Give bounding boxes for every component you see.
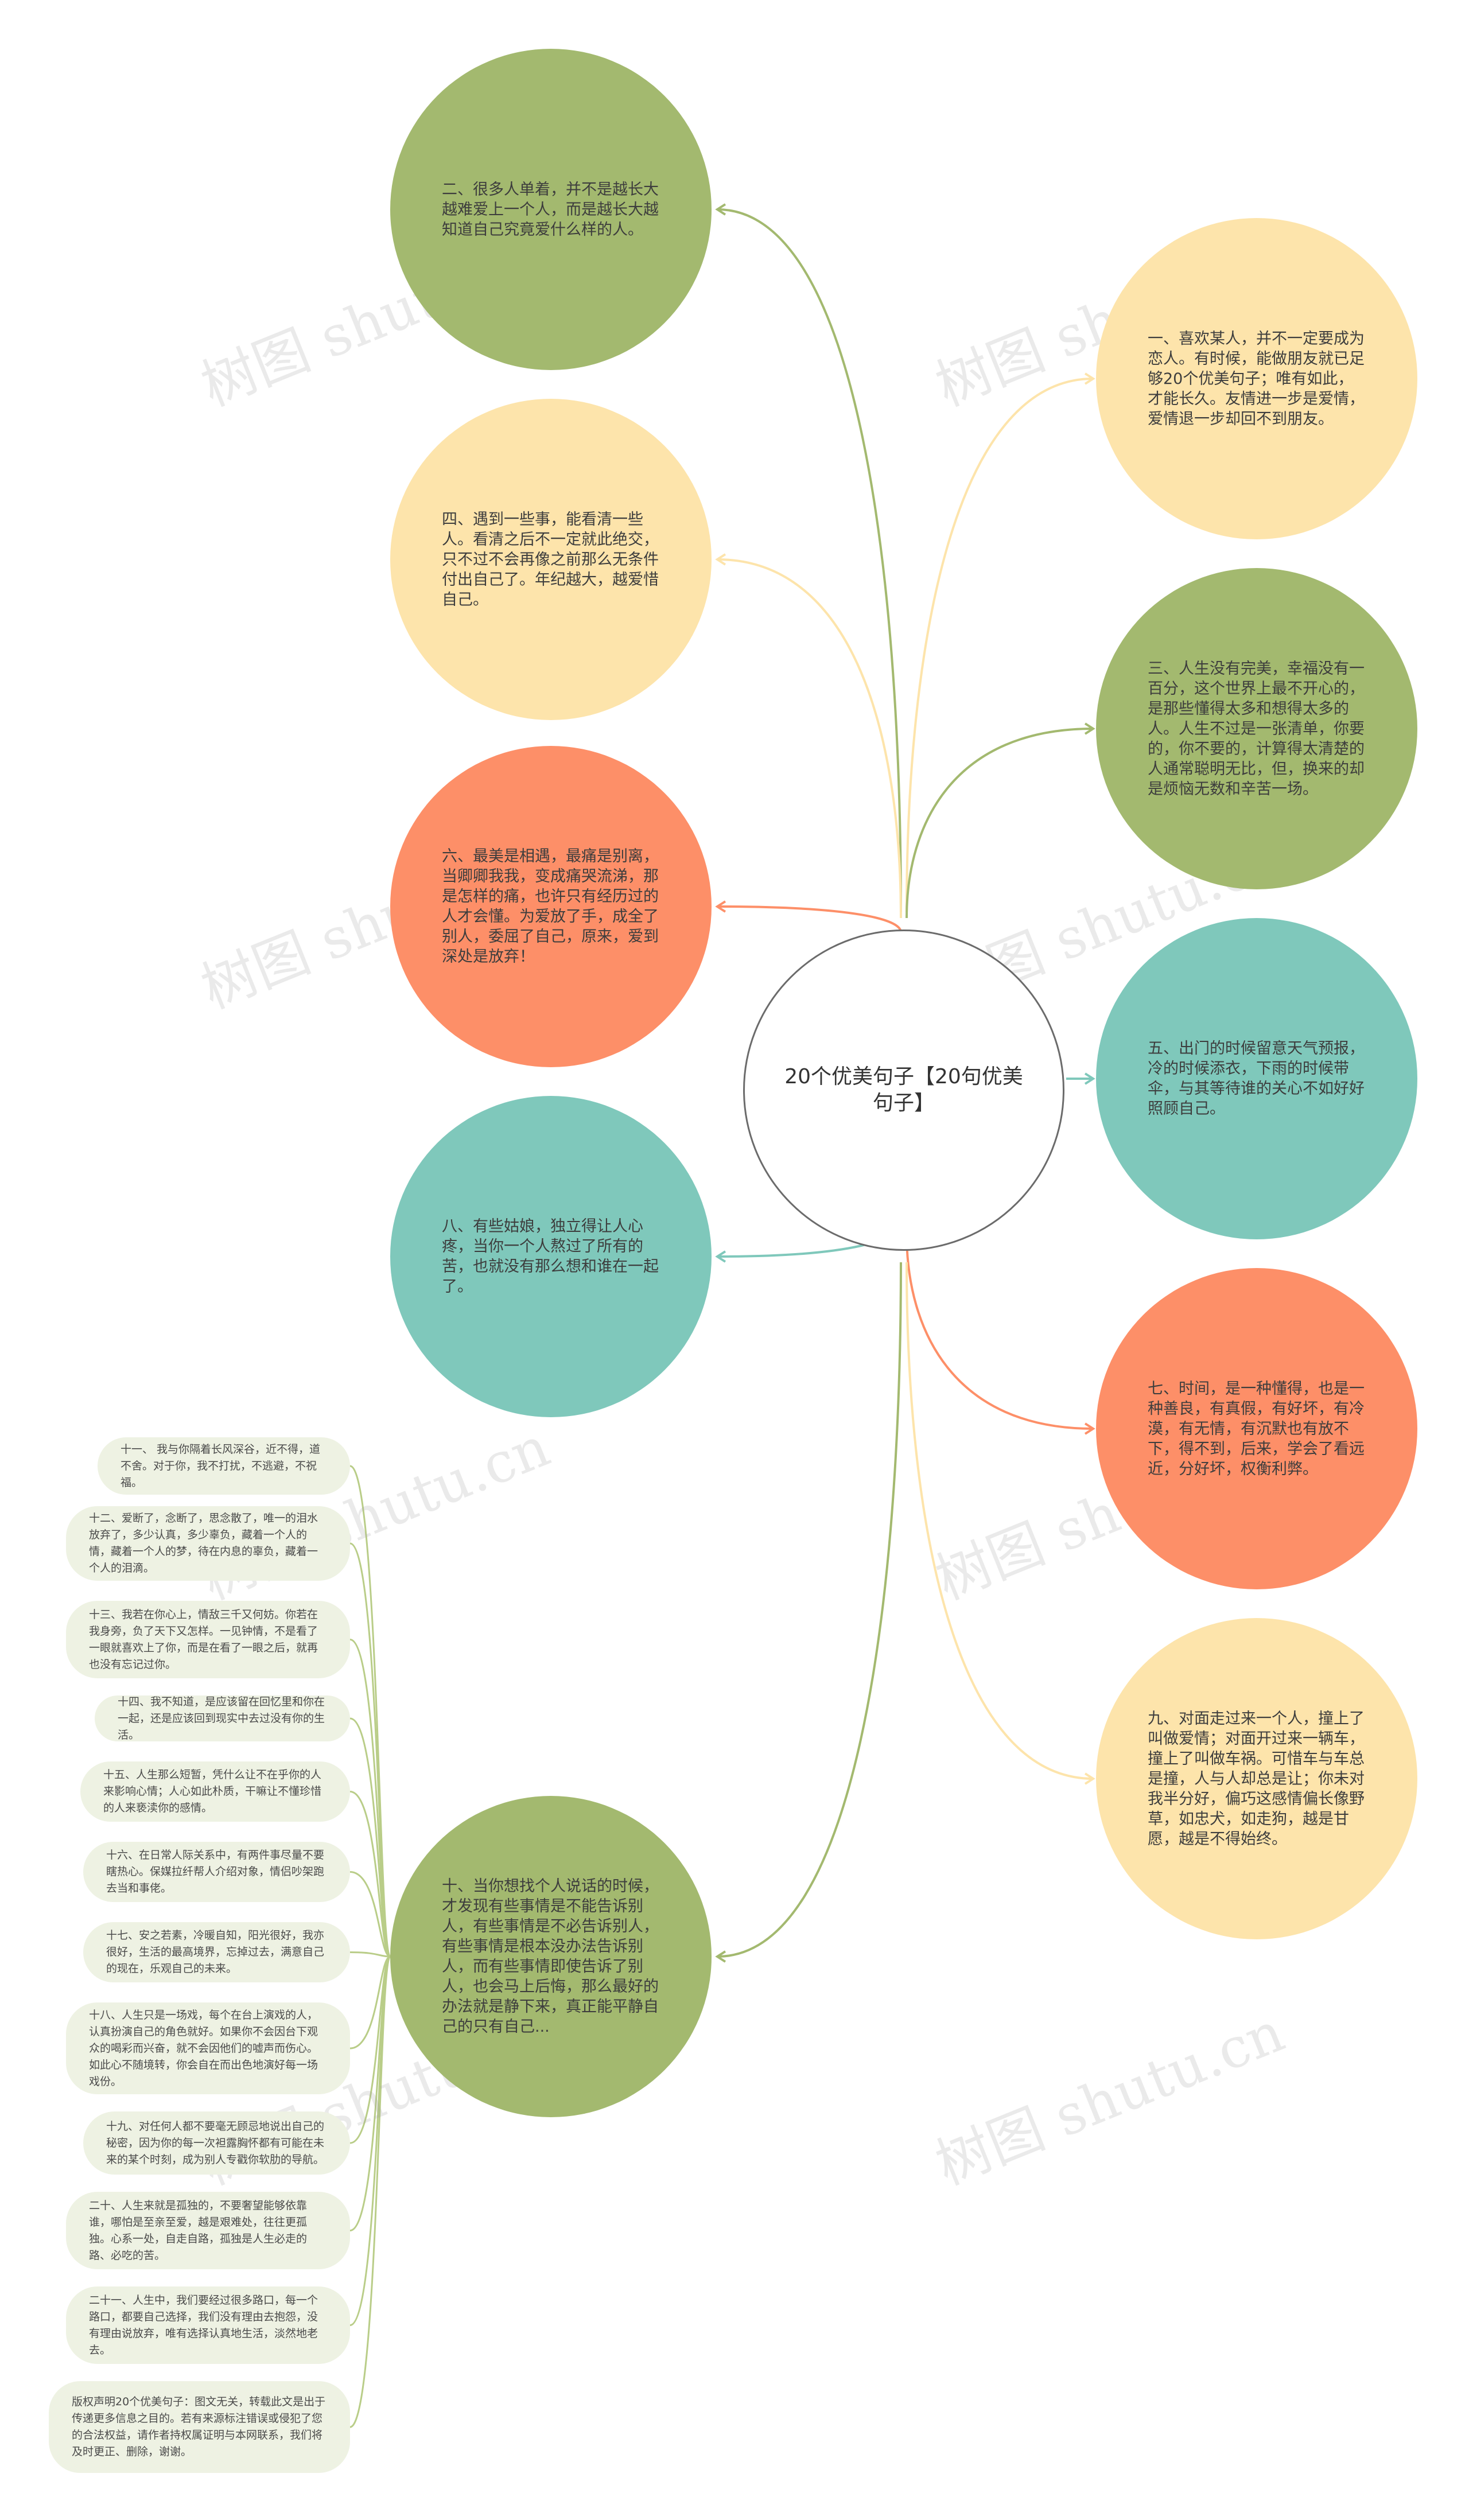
leaf-label: 十九、对任何人都不要毫无顾忌地说出自己的秘密，因为你的每一次袒露胸怀都有可能在未… <box>106 2120 325 2166</box>
connector-arrowhead <box>1084 1072 1095 1085</box>
branch-label: 六、最美是相遇，最痛是别离，当卿卿我我，变成痛哭流涕，那是怎样的痛，也许只有经历… <box>442 847 659 966</box>
branch-node-7[interactable]: 七、时间，是一种懂得，也是一种善良，有真假，有好坏，有冷漠，有无情，有沉默也有放… <box>1096 1268 1417 1589</box>
leaf-node[interactable]: 十七、安之若素，冷暖自知，阳光很好，我亦很好，生活的最高境界，忘掉过去，满意自己… <box>83 1922 350 1982</box>
branch-node-8[interactable]: 八、有些姑娘，独立得让人心疼，当你一个人熬过了所有的苦，也就没有那么想和谁在一起… <box>390 1096 712 1417</box>
leaf-connector <box>349 1871 391 1958</box>
leaf-label: 十八、人生只是一场戏，每个在台上演戏的人，认真扮演自己的角色就好。如果你不会因台… <box>89 2008 318 2088</box>
branch-connector <box>717 558 902 919</box>
leaf-node[interactable]: 二十一、人生中，我们要经过很多路口，每一个路口，都要自己选择，我们没有理由去抱怨… <box>66 2286 350 2364</box>
leaf-label: 版权声明20个优美句子：图文无关，转载此文是出于传递更多信息之目的。若有来源标注… <box>72 2395 326 2458</box>
leaf-node[interactable]: 十八、人生只是一场戏，每个在台上演戏的人，认真扮演自己的角色就好。如果你不会因台… <box>66 2002 350 2094</box>
branch-connector <box>717 905 902 933</box>
leaf-connector <box>349 1951 391 1958</box>
leaf-connector <box>349 1955 391 2428</box>
leaf-node[interactable]: 十五、人生那么短暂，凭什么让不在乎你的人来影响心情；人心如此朴质，干嘛让不懂珍惜… <box>80 1761 350 1822</box>
connector-arrowhead <box>1084 372 1095 385</box>
branch-connector <box>717 1262 902 1958</box>
central-topic-label: 20个优美句子【20句优美句子】 <box>784 1065 1023 1115</box>
leaf-label: 二十、人生来就是孤独的，不要奢望能够依靠谁，哪怕是至亲至爱，越是艰难处，往往更孤… <box>89 2199 308 2262</box>
connector-arrowhead <box>715 1950 726 1963</box>
connector-arrowhead <box>715 1250 726 1263</box>
leaf-label: 十三、我若在你心上，情敌三千又何妨。你若在我身旁，负了天下又怎样。一见钟情，不是… <box>89 1608 318 1671</box>
branch-connector <box>906 1233 1094 1430</box>
branch-connector <box>906 728 1094 919</box>
branch-node-10[interactable]: 十、当你想找个人说话的时候，才发现有些事情是不能告诉别人，有些事情是不必告诉别人… <box>390 1796 712 2117</box>
branch-label: 二、很多人单着，并不是越长大越难爱上一个人，而是越长大越知道自己究竟爱什么样的人… <box>442 180 659 239</box>
branch-label: 七、时间，是一种懂得，也是一种善良，有真假，有好坏，有冷漠，有无情，有沉默也有放… <box>1148 1379 1365 1478</box>
branch-node-4[interactable]: 四、遇到一些事，能看清一些人。看清之后不一定就此绝交，只不过不会再像之前那么无条… <box>390 399 712 720</box>
connector-arrowhead <box>1084 1422 1095 1435</box>
leaf-label: 二十一、人生中，我们要经过很多路口，每一个路口，都要自己选择，我们没有理由去抱怨… <box>89 2293 318 2356</box>
leaf-label: 十五、人生那么短暂，凭什么让不在乎你的人来影响心情；人心如此朴质，干嘛让不懂珍惜… <box>103 1768 322 1814</box>
leaf-connector <box>349 1791 391 1958</box>
branch-node-2[interactable]: 二、很多人单着，并不是越长大越难爱上一个人，而是越长大越知道自己究竟爱什么样的人… <box>390 49 712 370</box>
leaf-label: 十一、 我与你隔着长风深谷，近不得，道不舍。对于你，我不打扰，不逃避，不祝福。 <box>121 1442 321 1489</box>
branch-connector <box>906 1262 1094 1780</box>
leaf-node[interactable]: 十四、我不知道，是应该留在回忆里和你在一起，还是应该回到现实中去过没有你的生活。 <box>95 1695 350 1741</box>
connector-arrowhead <box>715 203 726 216</box>
connector-arrowhead <box>1084 722 1095 735</box>
branch-label: 三、人生没有完美，幸福没有一百分，这个世界上最不开心的，是那些懂得太多和想得太多… <box>1148 659 1365 798</box>
branch-node-3[interactable]: 三、人生没有完美，幸福没有一百分，这个世界上最不开心的，是那些懂得太多和想得太多… <box>1096 568 1417 889</box>
branch-node-6[interactable]: 六、最美是相遇，最痛是别离，当卿卿我我，变成痛哭流涕，那是怎样的痛，也许只有经历… <box>390 746 712 1067</box>
leaf-node[interactable]: 二十、人生来就是孤独的，不要奢望能够依靠谁，哪怕是至亲至爱，越是艰难处，往往更孤… <box>66 2192 350 2269</box>
leaf-label: 十七、安之若素，冷暖自知，阳光很好，我亦很好，生活的最高境界，忘掉过去，满意自己… <box>106 1929 325 1975</box>
leaf-connector <box>349 1955 391 2050</box>
branch-label: 十、当你想找个人说话的时候，才发现有些事情是不能告诉别人，有些事情是不必告诉别人… <box>442 1877 659 2036</box>
leaf-label: 十四、我不知道，是应该留在回忆里和你在一起，还是应该回到现实中去过没有你的生活。 <box>118 1695 325 1741</box>
connector-arrowhead <box>715 553 726 566</box>
branch-label: 九、对面走过来一个人，撞上了叫做爱情；对面开过来一辆车，撞上了叫做车祸。可惜车与… <box>1148 1709 1365 1848</box>
leaf-label: 十二、爱断了，念断了，思念散了，唯一的泪水放弃了，多少认真，多少辜负，藏着一个人… <box>89 1512 318 1574</box>
branch-label: 八、有些姑娘，独立得让人心疼，当你一个人熬过了所有的苦，也就没有那么想和谁在一起… <box>442 1218 659 1296</box>
branch-node-9[interactable]: 九、对面走过来一个人，撞上了叫做爱情；对面开过来一辆车，撞上了叫做车祸。可惜车与… <box>1096 1618 1417 1939</box>
leaf-node[interactable]: 十二、爱断了，念断了，思念散了，唯一的泪水放弃了，多少认真，多少辜负，藏着一个人… <box>66 1506 350 1581</box>
central-topic[interactable]: 20个优美句子【20句优美句子】 <box>743 930 1064 1251</box>
connector-arrowhead <box>715 900 726 913</box>
leaf-node[interactable]: 十六、在日常人际关系中，有两件事尽量不要瞎热心。保媒拉纤帮人介绍对象，情侣吵架跑… <box>83 1842 350 1902</box>
leaf-node[interactable]: 十九、对任何人都不要毫无顾忌地说出自己的秘密，因为你的每一次袒露胸怀都有可能在未… <box>83 2111 350 2175</box>
branch-connector <box>717 208 902 913</box>
leaf-label: 十六、在日常人际关系中，有两件事尽量不要瞎热心。保媒拉纤帮人介绍对象，情侣吵架跑… <box>106 1849 325 1895</box>
leaf-node[interactable]: 十一、 我与你隔着长风深谷，近不得，道不舍。对于你，我不打扰，不逃避，不祝福。 <box>98 1437 350 1495</box>
connector-arrowhead <box>1084 1772 1095 1785</box>
branch-label: 一、喜欢某人，并不一定要成为恋人。有时候，能做朋友就已足够20个优美句子；唯有如… <box>1148 329 1365 428</box>
leaf-node[interactable]: 十三、我若在你心上，情敌三千又何妨。你若在我身旁，负了天下又怎样。一见钟情，不是… <box>66 1601 350 1678</box>
leaf-node[interactable]: 版权声明20个优美句子：图文无关，转载此文是出于传递更多信息之目的。若有来源标注… <box>49 2381 350 2473</box>
branch-node-5[interactable]: 五、出门的时候留意天气预报，冷的时候添衣，下雨的时候带伞，与其等待谁的关心不如好… <box>1096 918 1417 1239</box>
branch-label: 四、遇到一些事，能看清一些人。看清之后不一定就此绝交，只不过不会再像之前那么无条… <box>442 510 659 609</box>
branch-label: 五、出门的时候留意天气预报，冷的时候添衣，下雨的时候带伞，与其等待谁的关心不如好… <box>1148 1040 1365 1118</box>
branch-node-1[interactable]: 一、喜欢某人，并不一定要成为恋人。有时候，能做朋友就已足够20个优美句子；唯有如… <box>1096 218 1417 539</box>
branch-connector <box>906 378 1094 913</box>
